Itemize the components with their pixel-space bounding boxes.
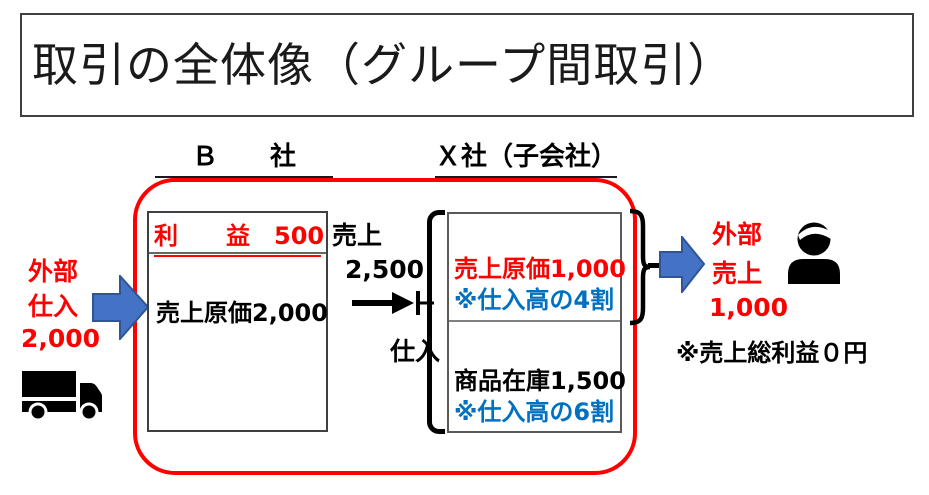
truck-icon: [20, 369, 102, 421]
company-b-account-box: 利 益 500 売上原価2,000: [147, 211, 328, 432]
intra-sales-label: 売上: [332, 221, 383, 250]
external-purchase-line2: 仕入: [28, 292, 79, 321]
profit-value: 利 益 500: [154, 216, 324, 257]
arrow-right-icon: [350, 289, 434, 317]
external-purchase-amount: 2,000: [21, 324, 101, 353]
gross-profit-note: ※売上総利益０円: [676, 339, 868, 367]
external-purchase-line1: 外部: [28, 257, 79, 286]
x-cogs-value: 売上原価1,000: [454, 255, 626, 283]
x-cogs-note: ※仕入高の4割: [454, 286, 615, 314]
x-inventory-section: 商品在庫1,500 ※仕入高の6割: [449, 319, 626, 431]
title-box: [20, 13, 914, 117]
external-sales-line1: 外部: [712, 220, 763, 249]
x-inventory-note: ※仕入高の6割: [454, 398, 615, 426]
group-boundary-frame: [133, 178, 637, 475]
x-cogs-section: 売上原価1,000 ※仕入高の4割: [449, 214, 626, 322]
company-b-label: Ｂ 社: [155, 136, 333, 178]
intra-sales-amount: 2,500: [345, 255, 425, 284]
left-bracket-icon: [427, 210, 445, 434]
brace-connector: [648, 263, 661, 268]
company-x-account-box: 売上原価1,000 ※仕入高の4割 商品在庫1,500 ※仕入高の6割: [447, 212, 626, 433]
page-title: 取引の全体像（グループ間取引）: [32, 38, 735, 92]
external-sales-amount: 1,000: [709, 293, 789, 322]
b-cogs-value: 売上原価2,000: [156, 299, 328, 327]
person-icon: [786, 222, 844, 284]
profit-row: 利 益 500: [149, 213, 326, 257]
external-sales-line2: 売上: [712, 259, 763, 288]
block-arrow-right-icon: [92, 275, 149, 340]
block-arrow-right-icon: [659, 236, 705, 293]
company-x-label: Ｘ社（子会社）: [435, 136, 617, 178]
x-inventory-value: 商品在庫1,500: [454, 367, 626, 395]
